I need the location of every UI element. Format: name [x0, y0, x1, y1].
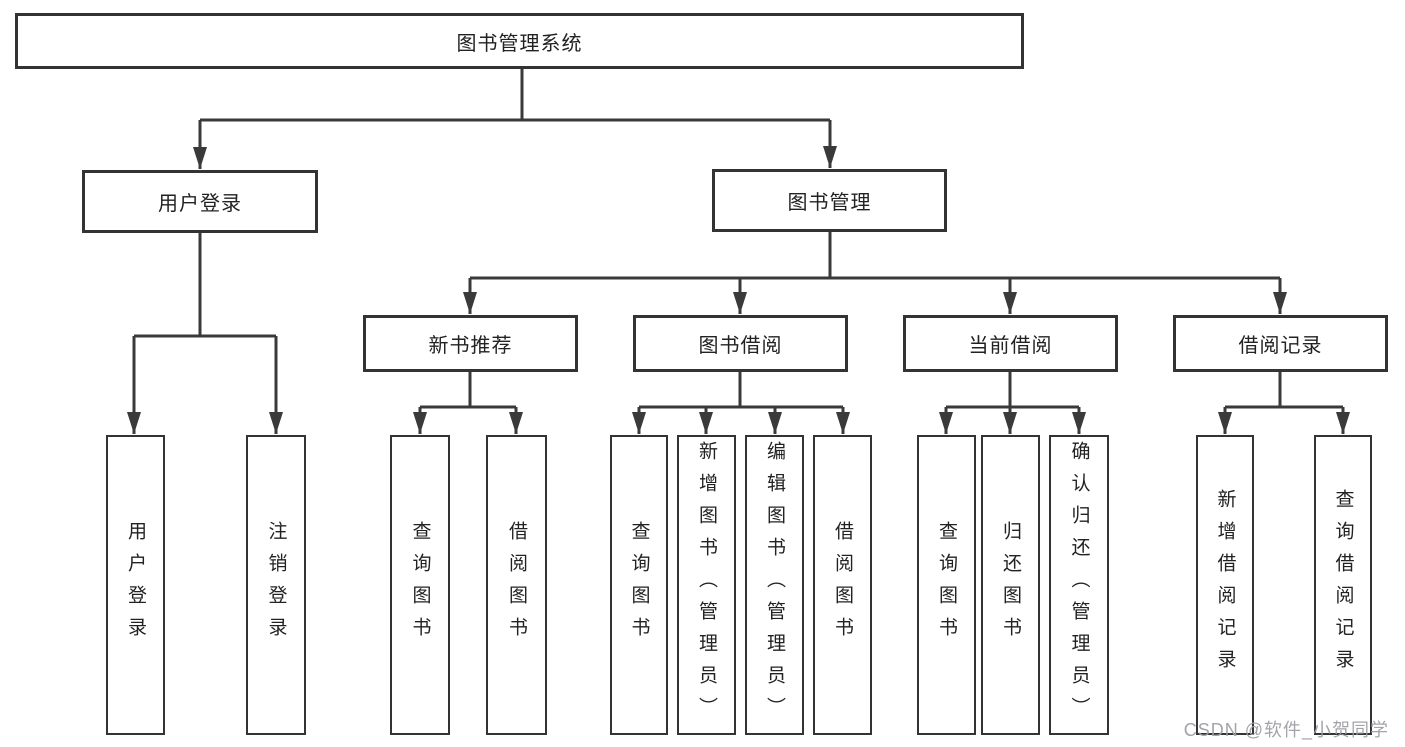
leaf-label: 借阅图书 — [832, 521, 853, 649]
node-label: 图书管理 — [787, 192, 872, 214]
leaf-user-login: 用户登录 — [106, 435, 165, 735]
leaf-label: 新增借阅记录 — [1214, 489, 1236, 681]
node-new-book-recommend: 新书推荐 — [363, 315, 578, 372]
leaf-bb-add-books-admin: 新增图书（管理员） — [677, 435, 736, 735]
leaf-br-query-record: 查询借阅记录 — [1314, 435, 1372, 735]
leaf-label: 借阅图书 — [506, 521, 527, 649]
leaf-label: 确认归还（管理员） — [1068, 441, 1090, 729]
leaf-logout: 注销登录 — [246, 435, 306, 735]
node-label: 当前借阅 — [968, 335, 1053, 357]
leaf-label: 编辑图书（管理员） — [764, 441, 785, 729]
leaf-bb-borrow-books: 借阅图书 — [813, 435, 872, 735]
connector-new-book-recommend — [413, 372, 523, 434]
leaf-label: 查询图书 — [936, 521, 957, 649]
leaf-nbr-borrow-books: 借阅图书 — [486, 435, 547, 735]
node-label: 图书管理系统 — [456, 32, 583, 55]
leaf-bb-query-books: 查询图书 — [610, 435, 668, 735]
node-label: 新书推荐 — [428, 335, 513, 357]
leaf-br-add-record: 新增借阅记录 — [1196, 435, 1254, 735]
leaf-label: 归还图书 — [1000, 521, 1021, 649]
node-label: 图书借阅 — [698, 335, 783, 357]
node-book-management: 图书管理 — [712, 169, 947, 232]
leaf-label: 新增图书（管理员） — [696, 441, 717, 729]
leaf-label: 注销登录 — [265, 521, 287, 649]
connector-current-borrowing — [939, 372, 1086, 434]
node-book-borrowing: 图书借阅 — [633, 315, 848, 372]
node-root: 图书管理系统 — [15, 13, 1024, 69]
leaf-label: 查询图书 — [409, 521, 431, 649]
node-label: 借阅记录 — [1238, 335, 1323, 357]
leaf-cb-return-books: 归还图书 — [981, 435, 1040, 735]
leaf-cb-query-books: 查询图书 — [917, 435, 976, 735]
watermark: CSDN @软件_小贺同学 — [1183, 720, 1389, 740]
connector-book-borrowing — [632, 372, 850, 434]
node-current-borrowing: 当前借阅 — [903, 315, 1118, 372]
node-label: 用户登录 — [158, 193, 242, 215]
leaf-cb-confirm-return-admin: 确认归还（管理员） — [1049, 435, 1109, 735]
node-user-login: 用户登录 — [82, 170, 318, 233]
leaf-nbr-query-books: 查询图书 — [390, 435, 450, 735]
connector-book-management — [463, 232, 1287, 314]
leaf-label: 用户登录 — [125, 521, 146, 649]
leaf-label: 查询借阅记录 — [1332, 489, 1354, 681]
connector-root — [193, 69, 837, 169]
node-borrowing-records: 借阅记录 — [1173, 315, 1388, 372]
leaf-label: 查询图书 — [628, 521, 650, 649]
connector-user-login — [127, 233, 283, 434]
leaf-bb-edit-books-admin: 编辑图书（管理员） — [745, 435, 804, 735]
connector-borrowing-records — [1218, 372, 1350, 434]
